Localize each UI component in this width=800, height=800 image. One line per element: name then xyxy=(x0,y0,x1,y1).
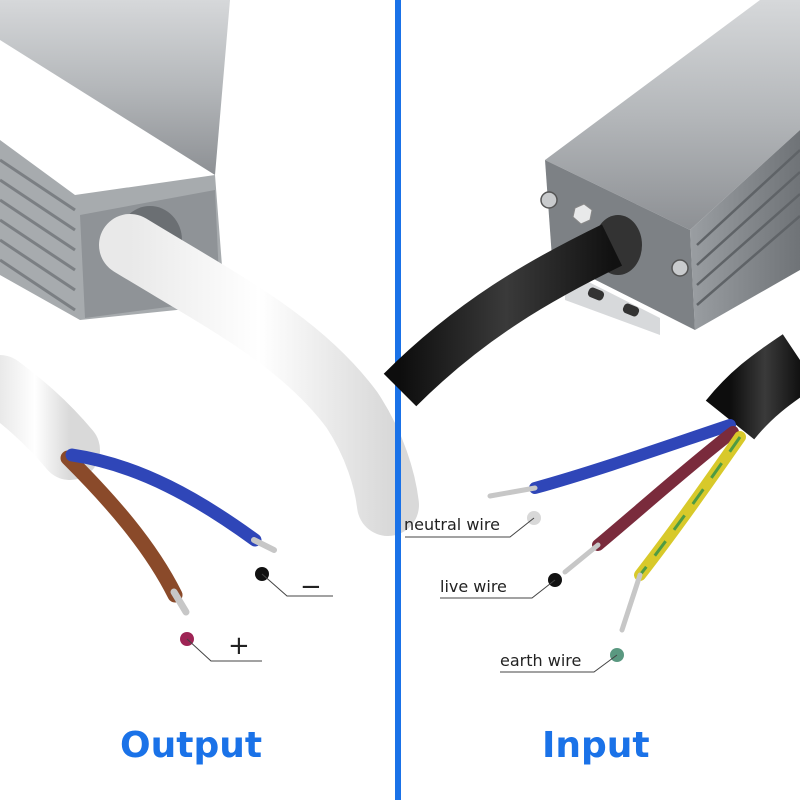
output-cable xyxy=(99,214,419,536)
output-housing-top xyxy=(0,0,230,175)
input-screw-left xyxy=(540,191,558,209)
input-screw-right xyxy=(671,259,689,277)
input-housing-side xyxy=(690,130,800,330)
output-title: Output xyxy=(120,725,263,766)
input-earth-wire xyxy=(634,431,746,581)
plus-label: + xyxy=(228,631,250,661)
input-housing-fins xyxy=(696,149,800,306)
output-housing-fins xyxy=(0,158,76,312)
input-title: Input xyxy=(542,725,650,766)
output-brown-wire-tip xyxy=(170,588,190,616)
output-blue-wire xyxy=(65,448,262,547)
input-panel xyxy=(383,0,800,673)
minus-label: − xyxy=(300,572,322,602)
input-blue-wire xyxy=(529,419,736,494)
live-wire-label: live wire xyxy=(440,577,507,596)
output-blue-wire-tip xyxy=(251,537,277,553)
output-plus-leader xyxy=(186,638,262,662)
live-leader xyxy=(440,579,556,599)
input-cable-lower xyxy=(705,334,800,440)
center-divider xyxy=(395,0,401,800)
output-minus-leader xyxy=(261,573,333,597)
output-panel xyxy=(0,0,419,662)
neutral-wire-label: neutral wire xyxy=(404,515,500,534)
earth-leader xyxy=(500,654,618,673)
input-housing-top xyxy=(545,0,800,230)
neutral-leader xyxy=(405,517,535,538)
input-cable xyxy=(383,224,623,407)
input-maroon-wire xyxy=(592,426,739,551)
output-brown-wire xyxy=(60,450,183,603)
input-vent xyxy=(572,203,593,225)
input-mounting-bracket xyxy=(565,270,660,335)
earth-wire-label: earth wire xyxy=(500,651,582,670)
output-cable-end xyxy=(0,355,100,480)
